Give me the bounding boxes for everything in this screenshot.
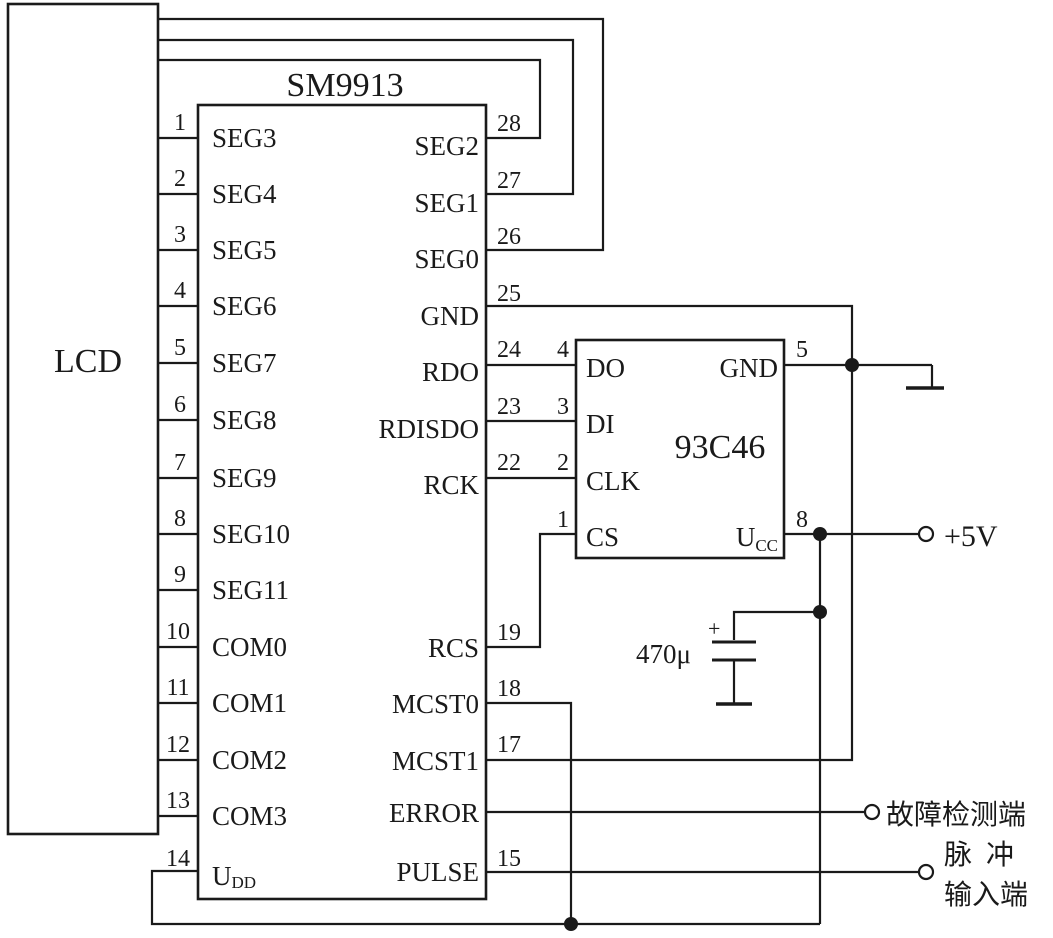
pin-label: SEG7 [212,348,277,378]
sm9913-left-pins [158,136,198,818]
pin-number: 8 [174,506,186,532]
pin-number: 11 [166,675,189,701]
pin-number: 5 [796,337,808,363]
eeprom-bus-wires [486,363,576,649]
sm9913-right-pin-numbers: 28 27 26 25 24 23 22 19 18 17 15 [497,111,521,872]
udd-pin-label: UDD [212,861,256,892]
pin-label: COM0 [212,632,287,662]
pin-label: DO [586,353,625,383]
error-terminal-label: 故障检测端 [886,799,1026,831]
pin-number: 18 [497,676,521,702]
eeprom-chip-name: 93C46 [675,429,766,466]
pin-number: 3 [557,394,569,420]
eeprom-right-pin-labels: GND UCC [720,353,779,555]
pin-number: 2 [557,450,569,476]
pin-label: SEG1 [414,188,479,218]
pin-label: RCK [423,470,479,500]
pin-label: GND [421,301,480,331]
pin-label: SEG6 [212,291,277,321]
pin-label: PULSE [396,857,479,887]
pin-label: COM1 [212,688,287,718]
pin-number: 7 [174,450,186,476]
pin-number: 26 [497,224,521,250]
error-terminal [486,803,881,821]
pin-label: SEG2 [414,131,479,161]
pin-label: SEG10 [212,519,290,549]
pin-number: 6 [174,392,186,418]
pin-label: SEG9 [212,463,277,493]
pin-number: 13 [166,788,190,814]
pin-number: 15 [497,846,521,872]
sm9913-left-pin-numbers: 1 2 3 4 5 6 7 8 9 10 11 12 13 14 [166,110,190,872]
pin-number: 5 [174,335,186,361]
pin-number: 27 [497,168,521,194]
lcd-label: LCD [54,343,122,380]
pin-label: RDISDO [378,414,479,444]
pin-label: CLK [586,466,641,496]
ucc-pin-label: UCC [736,522,778,555]
sm9913-chip-name: SM9913 [286,67,403,104]
pin-number: 17 [497,732,521,758]
pin-number: 4 [557,337,569,363]
pulse-terminal [486,863,935,881]
sm9913-chip-body [196,103,488,901]
pin-number: 8 [796,507,808,533]
pin-label: ERROR [389,798,479,828]
pin-label: SEG0 [414,244,479,274]
pin-number: 12 [166,732,190,758]
pin-number: 24 [497,337,521,363]
vcc-network [150,525,935,931]
eeprom-chip-body [574,338,786,560]
pin-label: COM3 [212,801,287,831]
capacitor [712,640,756,706]
pin-number: 22 [497,450,521,476]
sm9913-right-pin-labels: SEG2 SEG1 SEG0 GND RDO RDISDO RCK RCS MC… [378,131,479,887]
pin-number: 4 [174,278,186,304]
pin-number: 14 [166,846,190,872]
pin-label: MCST0 [392,689,479,719]
pin-label: SEG3 [212,123,277,153]
pin-label: COM2 [212,745,287,775]
supply-label: +5V [944,520,998,553]
pin-number: 3 [174,222,186,248]
lcd-block [6,2,160,836]
pin-number: 28 [497,111,521,137]
pin-number: 2 [174,166,186,192]
sm9913-left-pin-labels: SEG3 SEG4 SEG5 SEG6 SEG7 SEG8 SEG9 SEG10… [212,123,290,892]
pin-label: SEG11 [212,575,289,605]
pin-number: 19 [497,620,521,646]
eeprom-left-pin-labels: DO DI CLK CS [586,353,641,552]
pin-label: SEG8 [212,405,277,435]
pulse-terminal-label-line1: 脉 冲 [944,839,1014,871]
pin-number: 25 [497,281,521,307]
pin-label: SEG4 [212,179,277,209]
seg-return-wires [158,17,605,252]
pin-number: 1 [557,507,569,533]
eeprom-pin-numbers: 4 3 2 1 5 8 [557,337,808,533]
pin-number: 23 [497,394,521,420]
junction-dot [845,358,859,372]
pin-number: 1 [174,110,186,136]
pulse-terminal-label-line2: 输入端 [944,879,1028,911]
pin-label: CS [586,522,619,552]
pin-number: 9 [174,562,186,588]
pin-number: 10 [166,619,190,645]
capacitor-polarity: + [708,616,720,641]
capacitor-label: 470μ [636,639,691,669]
pin-label: SEG5 [212,235,277,265]
pin-label: GND [720,353,779,383]
pin-label: MCST1 [392,746,479,776]
pin-label: RDO [422,357,479,387]
supply-terminal [917,525,935,543]
pin-label: RCS [428,633,479,663]
pin-label: DI [586,409,615,439]
